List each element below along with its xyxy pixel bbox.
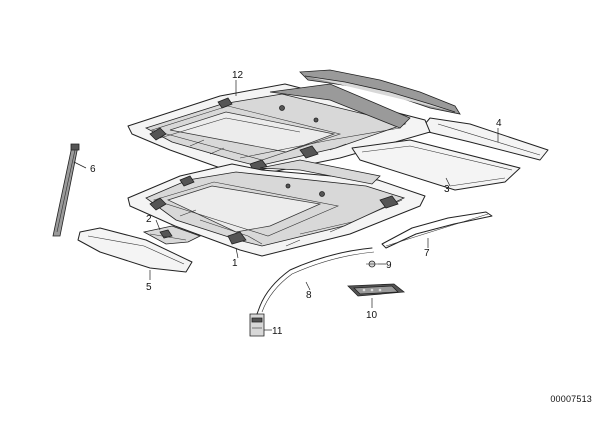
- label-part-4: 4: [496, 118, 502, 129]
- part-8-cable[interactable]: [259, 247, 375, 313]
- part-10-handle[interactable]: [347, 283, 406, 297]
- part-6-side-strip[interactable]: [52, 143, 80, 237]
- part-3-headliner-panel[interactable]: [351, 139, 521, 191]
- part-5-panel[interactable]: [77, 227, 193, 273]
- label-part-7: 7: [424, 248, 430, 259]
- label-part-10: 10: [366, 310, 378, 321]
- label-part-3: 3: [444, 184, 450, 195]
- part-2-bracket[interactable]: [142, 225, 202, 245]
- reference-code: 00007513: [550, 394, 592, 404]
- label-part-11: 11: [272, 326, 283, 337]
- label-part-5: 5: [146, 282, 152, 293]
- label-part-9: 9: [386, 260, 392, 271]
- label-part-1: 1: [232, 258, 238, 269]
- part-11-crank[interactable]: [249, 305, 265, 337]
- label-part-8: 8: [306, 290, 312, 301]
- leader-lines: [73, 80, 499, 331]
- label-part-6: 6: [90, 164, 96, 175]
- part-4-seal-strip[interactable]: [299, 69, 549, 161]
- part-9-clip[interactable]: [366, 260, 378, 268]
- label-part-12: 12: [232, 70, 244, 81]
- label-part-2: 2: [146, 214, 152, 225]
- part-7-guide-rail[interactable]: [381, 211, 493, 249]
- part-1-lower-frame[interactable]: [127, 159, 426, 257]
